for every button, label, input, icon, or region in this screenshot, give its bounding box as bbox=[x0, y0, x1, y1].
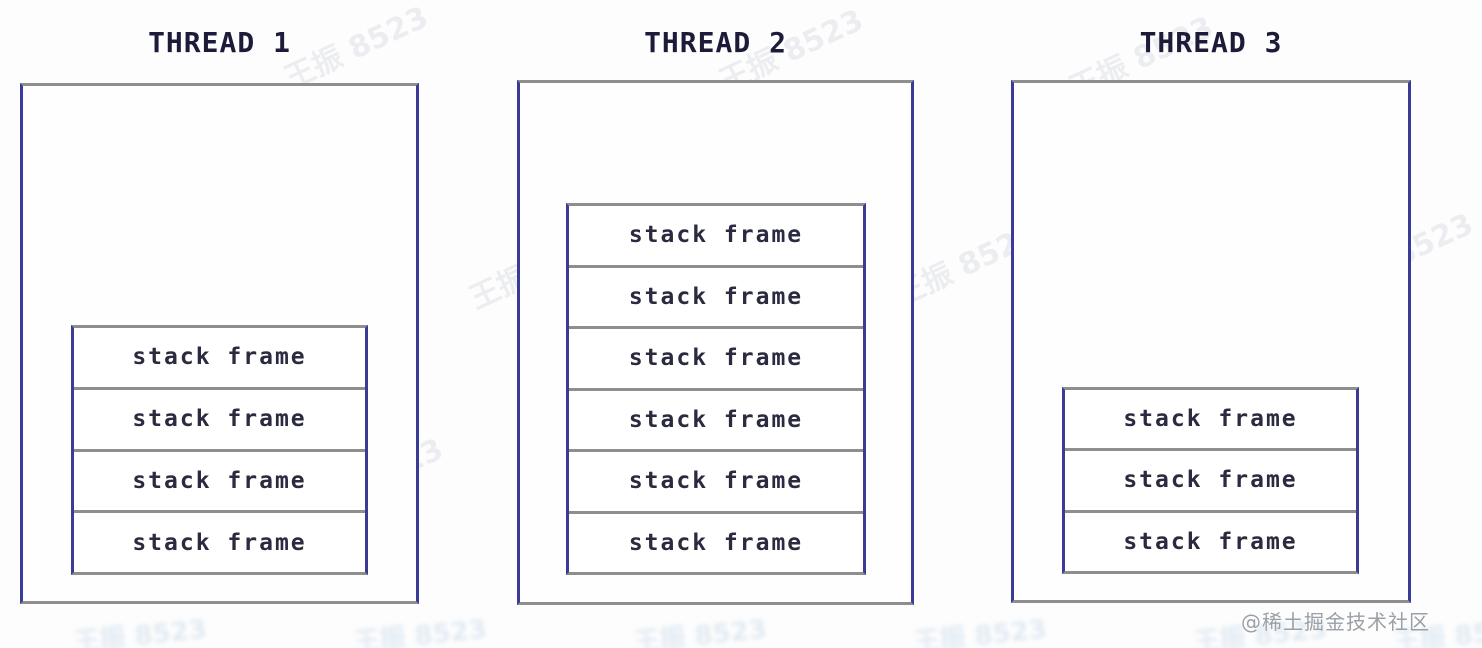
user-watermark-bottom: 王振 8523 bbox=[912, 614, 1049, 648]
stack-frame: stack frame bbox=[1065, 390, 1356, 452]
stack-frame: stack frame bbox=[132, 529, 307, 556]
stack-frame: stack frame bbox=[569, 268, 863, 329]
stack-frame: stack frame bbox=[569, 391, 863, 452]
stack-frame: stack frame bbox=[74, 328, 365, 390]
thread-2-title: THREAD 2 bbox=[644, 26, 787, 59]
user-watermark-bottom: 王振 8523 bbox=[632, 614, 769, 648]
thread-1-title: THREAD 1 bbox=[148, 26, 291, 59]
stack-frame: stack frame bbox=[1065, 451, 1356, 513]
stack-frame: stack frame bbox=[569, 206, 863, 268]
stack-frame: stack frame bbox=[74, 452, 365, 514]
thread-3-title: THREAD 3 bbox=[1139, 26, 1283, 59]
stack-frame: stack frame bbox=[569, 452, 863, 514]
stack-frame: stack frame bbox=[1123, 528, 1298, 555]
user-watermark-bottom: 王振 8523 bbox=[352, 614, 489, 648]
user-watermark-bottom: 王振 8523 bbox=[72, 614, 209, 648]
stack-frame: stack frame bbox=[628, 529, 804, 556]
credit-text: @稀土掘金技术社区 bbox=[1241, 610, 1430, 634]
stack-frame: stack frame bbox=[74, 390, 365, 452]
stack-frame: stack frame bbox=[569, 329, 863, 391]
